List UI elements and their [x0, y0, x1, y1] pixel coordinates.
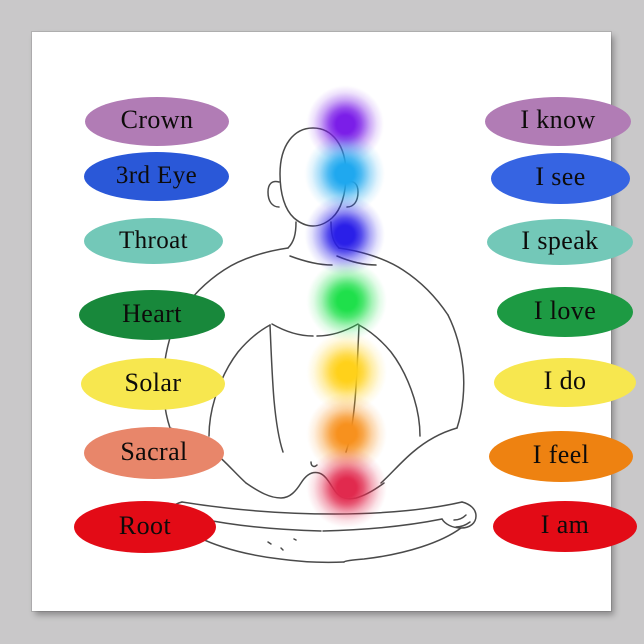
- affirmation-label-i-am[interactable]: I am: [493, 500, 637, 552]
- affirmation-label-i-know[interactable]: I know: [485, 96, 631, 146]
- affirmation-label-i-speak[interactable]: I speak: [487, 219, 633, 265]
- chakra-label-text: Solar: [124, 368, 182, 397]
- affirmation-label-text: I know: [520, 105, 596, 134]
- affirmation-label-text: I see: [535, 162, 586, 191]
- affirmation-label-i-see[interactable]: I see: [491, 152, 630, 204]
- chakra-label-text: Heart: [122, 299, 182, 328]
- affirmation-label-text: I speak: [521, 226, 599, 255]
- chakra-label-root[interactable]: Root: [74, 501, 216, 553]
- chakra-label-3rd-eye[interactable]: 3rd Eye: [84, 151, 229, 201]
- affirmation-label-i-love[interactable]: I love: [497, 287, 633, 337]
- affirmation-label-text: I love: [533, 296, 597, 325]
- chakra-label-solar[interactable]: Solar: [81, 358, 225, 410]
- chakra-label-text: Crown: [120, 105, 194, 134]
- affirmation-label-i-feel[interactable]: I feel: [489, 430, 633, 482]
- chakra-label-crown[interactable]: Crown: [85, 96, 229, 146]
- chakra-label-text: Throat: [118, 226, 189, 254]
- affirmation-label-text: I do: [543, 366, 587, 395]
- chakra-label-heart[interactable]: Heart: [79, 290, 225, 340]
- affirmation-label-i-do[interactable]: I do: [494, 357, 636, 407]
- affirmation-label-text: I am: [540, 510, 590, 539]
- chakra-label-text: 3rd Eye: [115, 161, 198, 189]
- root-chakra: [303, 444, 391, 532]
- affirmation-label-text: I feel: [532, 440, 590, 469]
- chakra-label-throat[interactable]: Throat: [84, 218, 223, 264]
- chakra-label-text: Root: [118, 511, 172, 540]
- chakra-label-text: Sacral: [120, 437, 188, 466]
- chakra-label-sacral[interactable]: Sacral: [84, 427, 224, 479]
